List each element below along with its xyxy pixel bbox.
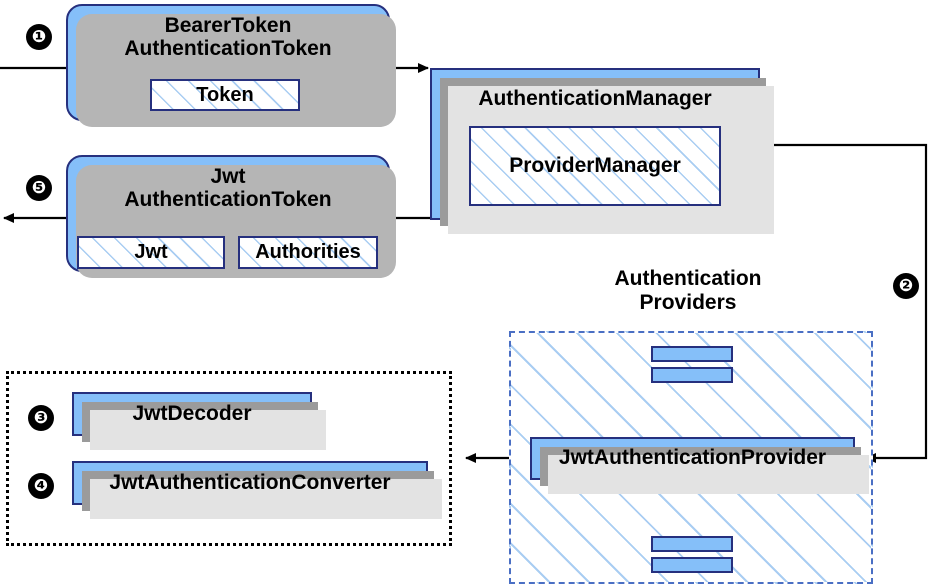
provider-stub-bar-top-2 <box>651 367 733 383</box>
bearer-token-title-line2: AuthenticationToken <box>124 36 332 60</box>
provider-manager-label: ProviderManager <box>509 154 681 177</box>
jwt-helpers-container <box>6 371 452 546</box>
providers-caption-line1: Authentication <box>614 267 762 290</box>
jwt-token-title-line2: AuthenticationToken <box>124 187 332 211</box>
step-badge-5: ❺ <box>26 175 52 201</box>
authentication-providers-caption: Authentication Providers <box>506 267 870 314</box>
step-badge-2: ❷ <box>893 273 919 299</box>
providers-caption-line2: Providers <box>639 290 737 314</box>
jwt-token-inner-authorities-label: Authorities <box>255 241 361 263</box>
bearer-token-title-line1: BearerToken <box>164 14 292 37</box>
bearer-token-inner-token-label: Token <box>196 83 254 106</box>
node-jwt-authentication-converter[interactable]: JwtAuthenticationConverter <box>72 461 442 519</box>
step-badge-3: ❸ <box>28 405 54 431</box>
jwt-token-inner-jwt: Jwt <box>77 236 225 269</box>
authentication-manager-title: AuthenticationManager <box>478 87 712 110</box>
jwt-authentication-provider-label: JwtAuthenticationProvider <box>558 446 827 470</box>
step-badge-1: ❶ <box>26 24 52 50</box>
provider-stub-bar-bottom-1 <box>651 536 733 552</box>
bearer-token-inner-token: Token <box>150 79 300 111</box>
jwt-decoder-label: JwtDecoder <box>132 401 252 425</box>
step-badge-4: ❹ <box>28 473 54 499</box>
authentication-manager-inner-provider-manager: ProviderManager <box>469 126 721 206</box>
provider-stub-bar-bottom-2 <box>651 557 733 573</box>
jwt-token-title-line1: Jwt <box>210 165 246 188</box>
jwt-token-inner-jwt-label: Jwt <box>134 241 168 263</box>
node-jwt-authentication-provider[interactable]: JwtAuthenticationProvider <box>530 437 869 494</box>
jwt-authentication-converter-label: JwtAuthenticationConverter <box>109 470 391 494</box>
node-jwt-decoder[interactable]: JwtDecoder <box>72 392 326 450</box>
jwt-token-inner-authorities: Authorities <box>238 236 378 269</box>
provider-stub-bar-top-1 <box>651 346 733 362</box>
